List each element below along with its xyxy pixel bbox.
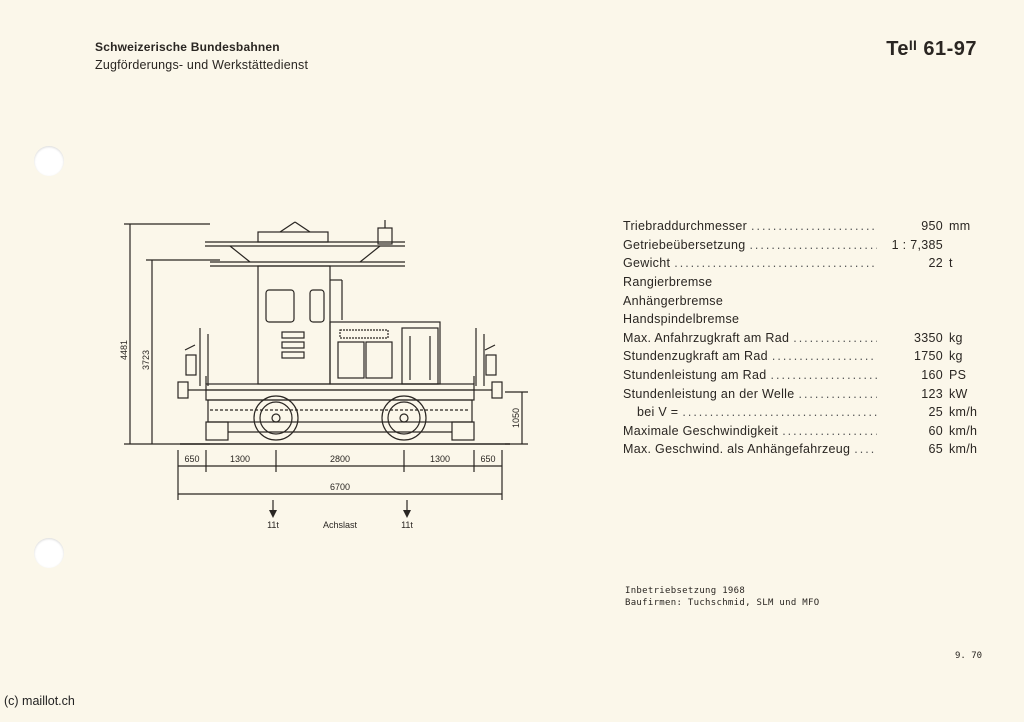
wheel-left [253,395,299,441]
spec-row: Handspindelbremse [623,310,983,329]
spec-value: 25 [928,405,943,420]
dim-label-bottom-2: 1300 [230,454,250,464]
axle-load-left: 11t [267,520,279,530]
spec-row: Rangierbremse [623,273,983,292]
dim-label-height-total: 4481 [119,340,129,360]
spec-label: Gewicht [623,256,671,271]
cab-window-left [265,289,295,323]
spec-row: Triebraddurchmesser 950 mm [623,217,983,236]
spec-row: Getriebeübersetzung 1 : 7,385 [623,236,983,255]
spec-row: bei V = 25 km/h [623,403,983,422]
spec-unit: mm [949,219,971,234]
dim-label-length-total: 6700 [330,482,350,492]
spec-row: Anhängerbremse [623,291,983,310]
spec-label: Handspindelbremse [623,312,740,327]
spec-leader-dots [749,238,877,252]
spec-label: Stundenleistung am Rad [623,368,767,383]
spec-row: Stundenleistung am Rad 160 PS [623,366,983,385]
spec-unit: PS [949,368,967,383]
dim-label-height-buffer: 1050 [511,408,521,428]
spec-label: Getriebeübersetzung [623,237,746,252]
spec-leader-dots [793,331,877,345]
spec-row: Max. Anfahrzugkraft am Rad 3350 kg [623,329,983,348]
spec-label: Max. Geschwind. als Anhängefahrzeug [623,442,851,457]
spec-label: Rangierbremse [623,275,713,290]
axle-load-right: 11t [401,520,413,530]
spec-value: 1 : 7,385 [891,237,943,252]
copyright-notice: (c) maillot.ch [4,694,75,708]
spec-leader-dots [674,256,877,270]
spec-value: 950 [921,219,943,234]
spec-leader-dots [782,424,877,438]
spec-leader-dots [798,387,877,401]
hood-body [329,321,441,385]
spec-leader-dots [682,405,877,419]
spec-leader-dots [772,349,877,363]
wheel-right [381,395,427,441]
spec-row: Stundenleistung an der Welle 123 kW [623,384,983,403]
spec-unit: t [949,256,953,271]
spec-label: Anhängerbremse [623,293,724,308]
spec-leader-dots [771,368,878,382]
buffer-left [177,381,189,399]
cab-body [257,265,331,385]
spec-leader-dots [854,442,877,456]
spec-row: Gewicht 22 t [623,254,983,273]
dim-label-height-cab: 3723 [141,350,151,370]
spec-row: Stundenzugkraft am Rad 1750 kg [623,347,983,366]
spec-value: 1750 [913,349,943,364]
dim-label-bottom-1: 650 [184,454,199,464]
spec-value: 60 [928,423,943,438]
spec-value: 160 [921,368,943,383]
punch-hole-bottom [34,538,64,568]
spec-label: Stundenzugkraft am Rad [623,349,768,364]
notes-block: Inbetriebsetzung 1968 Baufirmen: Tuchsch… [625,585,819,609]
spec-leader-dots [751,219,877,233]
punch-hole-top [34,146,64,176]
organization-title: Schweizerische Bundesbahnen [95,40,280,54]
spec-value: 22 [928,256,943,271]
commissioning-note: Inbetriebsetzung 1968 [625,586,746,596]
spec-row: Maximale Geschwindigkeit 60 km/h [623,422,983,441]
dim-label-bottom-3: 2800 [330,454,350,464]
specification-table: Triebraddurchmesser 950 mmGetriebeübersetz… [623,217,983,459]
spec-value: 65 [928,442,943,457]
dim-label-bottom-4: 1300 [430,454,450,464]
spec-value: 123 [921,386,943,401]
builders-note: Baufirmen: Tuchschmid, SLM und MFO [625,598,820,608]
locomotive-side-drawing: 4481 3723 1050 650 1300 2800 1300 650 67… [119,220,528,530]
buffer-right [491,381,503,399]
spec-unit: kg [949,330,963,345]
spec-label: Maximale Geschwindigkeit [623,423,779,438]
spec-label: Triebraddurchmesser [623,219,748,234]
spec-row: Max. Geschwind. als Anhängefahrzeug 65 km/… [623,440,983,459]
axle-load-label: Achslast [323,520,358,530]
spec-unit: km/h [949,442,978,457]
locomotive-type-code: Teᴵᴵ 61-97 [886,38,977,60]
spec-label: Stundenleistung an der Welle [623,386,795,401]
spec-unit: km/h [949,423,978,438]
cab-window-right [309,289,325,323]
spec-unit: kg [949,349,963,364]
spec-value: 3350 [913,330,943,345]
department-subtitle: Zugförderungs- und Werkstättedienst [95,58,309,72]
spec-label: bei V = [637,405,679,420]
dim-label-bottom-5: 650 [480,454,495,464]
main-frame [205,383,475,391]
spec-label: Max. Anfahrzugkraft am Rad [623,330,790,345]
document-date: 9. 70 [955,651,983,661]
spec-unit: km/h [949,405,978,420]
spec-unit: kW [949,386,968,401]
